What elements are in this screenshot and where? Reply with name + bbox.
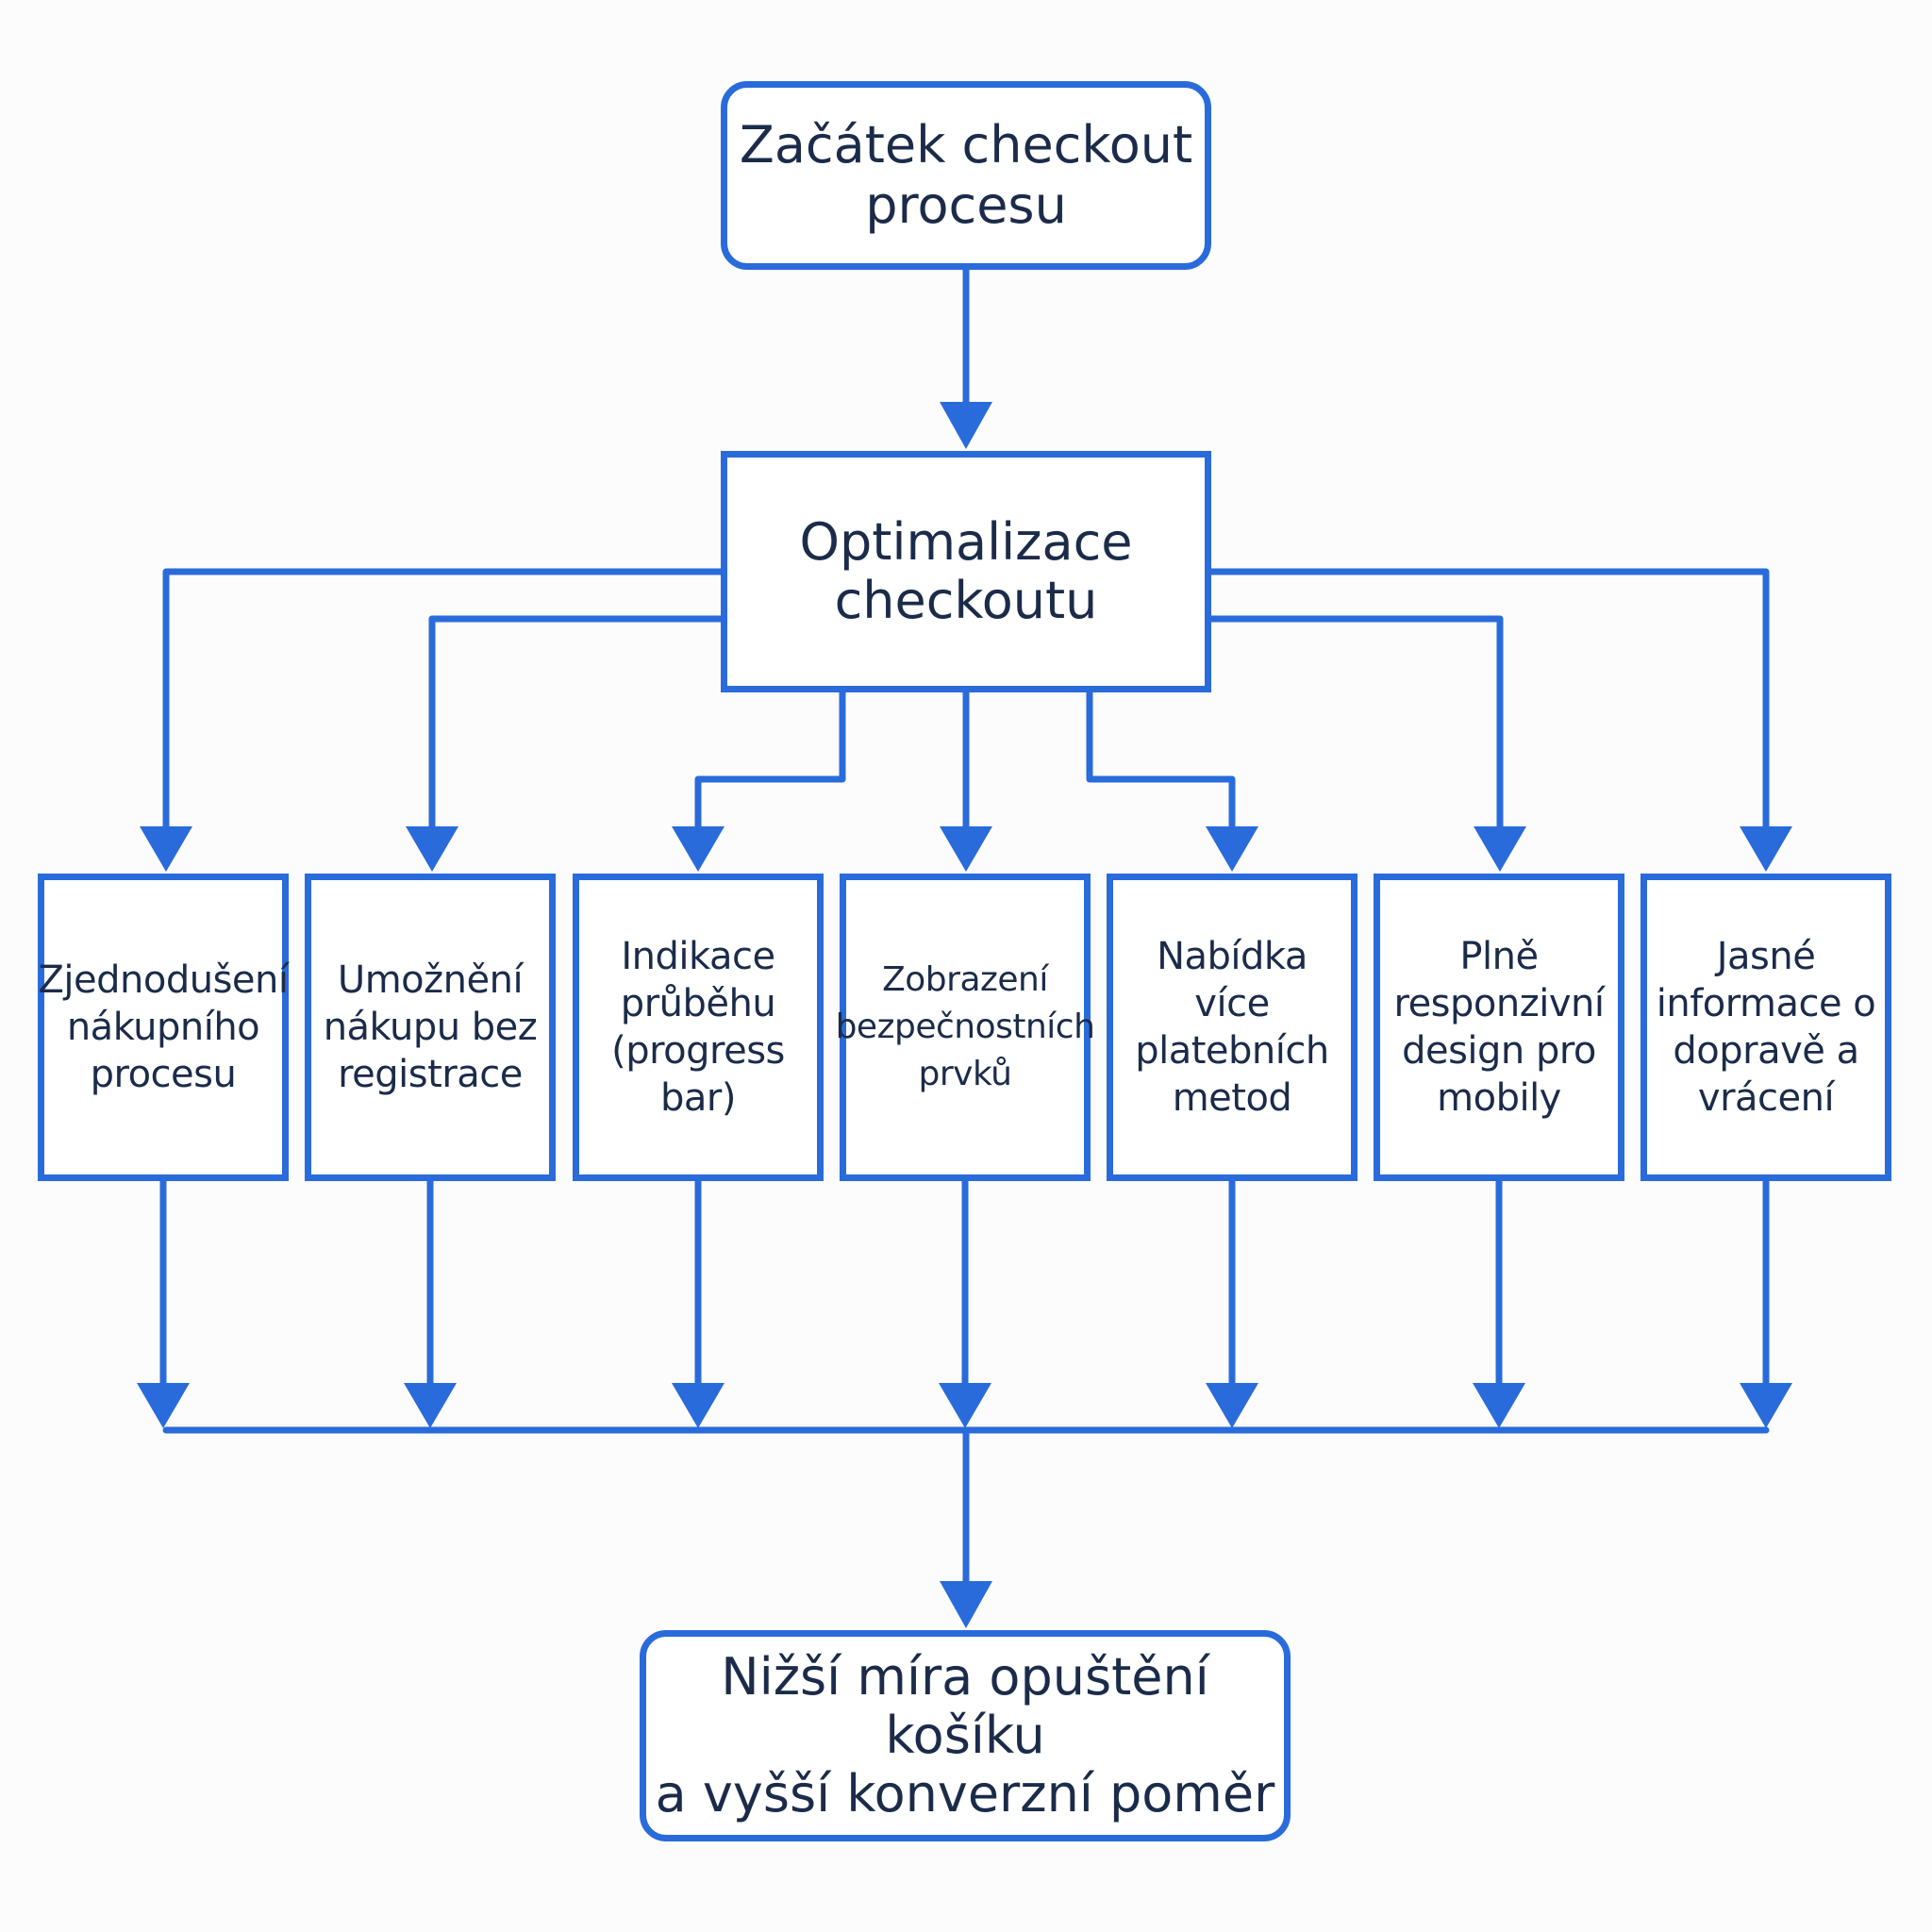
step-label-2: Umožnění nákupu bez registrace <box>323 958 538 1096</box>
step-label-1: Zjednodušení nákupního procesu <box>38 958 290 1096</box>
step-label-7: Jasné informace o dopravě a vrácení <box>1656 935 1876 1120</box>
result-node: Nižší míra opuštění košíku a vyšší konve… <box>640 1630 1291 1841</box>
arrowhead-bus-3 <box>672 1383 724 1428</box>
edge-central-to-step-2 <box>428 615 724 843</box>
arrowhead-step-6 <box>1474 826 1526 872</box>
arrowhead-central <box>940 402 992 449</box>
edge-central-to-step-1 <box>162 568 724 843</box>
arrowhead-step-4 <box>940 826 992 872</box>
arrowhead-bus-2 <box>404 1383 457 1428</box>
arrowhead-bus-7 <box>1740 1383 1792 1428</box>
edge-central-to-step-7 <box>1208 568 1770 843</box>
step-node-5: Nabídka více platebních metod <box>1107 874 1357 1181</box>
step-node-3: Indikace průběhu (progress bar) <box>573 874 824 1181</box>
arrowhead-step-5 <box>1206 826 1258 872</box>
result-label: Nižší míra opuštění košíku a vyšší konve… <box>655 1647 1275 1824</box>
arrowhead-bus-4 <box>939 1383 991 1428</box>
step-node-2: Umožnění nákupu bez registrace <box>305 874 556 1181</box>
step-node-4: Zobrazení bezpečnostních prvků <box>836 874 1095 1181</box>
central-node: Optimalizace checkoutu <box>721 451 1211 692</box>
step-label-3: Indikace průběhu (progress bar) <box>611 935 785 1120</box>
arrowhead-bus-5 <box>1206 1383 1258 1428</box>
step-node-7: Jasné informace o dopravě a vrácení <box>1641 874 1891 1181</box>
arrowhead-bus-1 <box>137 1383 190 1428</box>
arrowhead-bus-6 <box>1473 1383 1525 1428</box>
step-node-6: Plně responzivní design pro mobily <box>1374 874 1624 1181</box>
arrowhead-step-2 <box>406 826 458 872</box>
edge-central-to-step-3 <box>694 689 846 843</box>
edge-central-to-step-5 <box>1086 689 1236 843</box>
central-label: Optimalizace checkoutu <box>799 512 1133 630</box>
arrowhead-result <box>940 1581 992 1628</box>
arrowhead-step-3 <box>672 826 724 872</box>
step-label-6: Plně responzivní design pro mobily <box>1393 935 1605 1120</box>
step-node-1: Zjednodušení nákupního procesu <box>38 874 289 1181</box>
step-label-4: Zobrazení bezpečnostních prvků <box>835 960 1095 1093</box>
arrowhead-step-1 <box>140 826 192 872</box>
start-node: Začátek checkout procesu <box>721 81 1211 270</box>
edge-central-to-step-6 <box>1208 615 1504 843</box>
arrowhead-step-7 <box>1740 826 1792 872</box>
start-label: Začátek checkout procesu <box>739 115 1193 235</box>
step-label-5: Nabídka více platebních metod <box>1135 935 1329 1120</box>
